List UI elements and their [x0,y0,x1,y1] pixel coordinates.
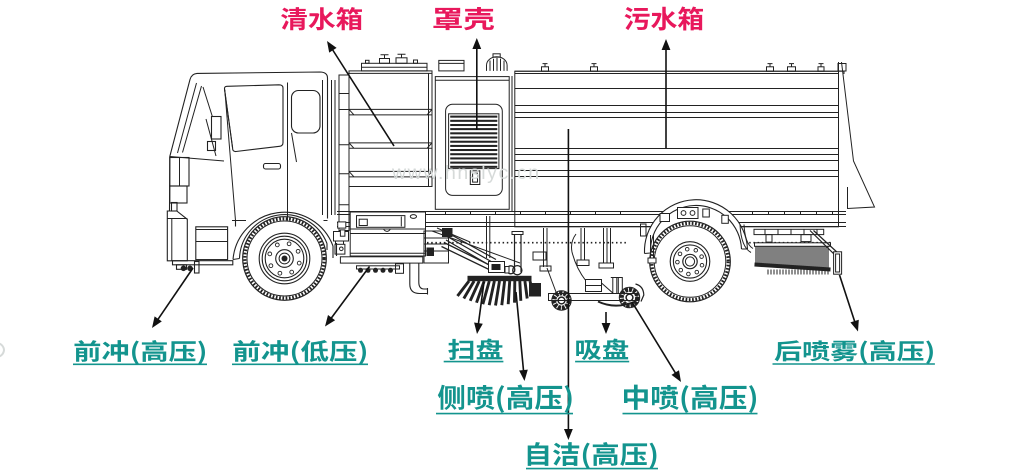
svg-text:www.hnslyc.cn: www.hnslyc.cn [391,162,541,184]
